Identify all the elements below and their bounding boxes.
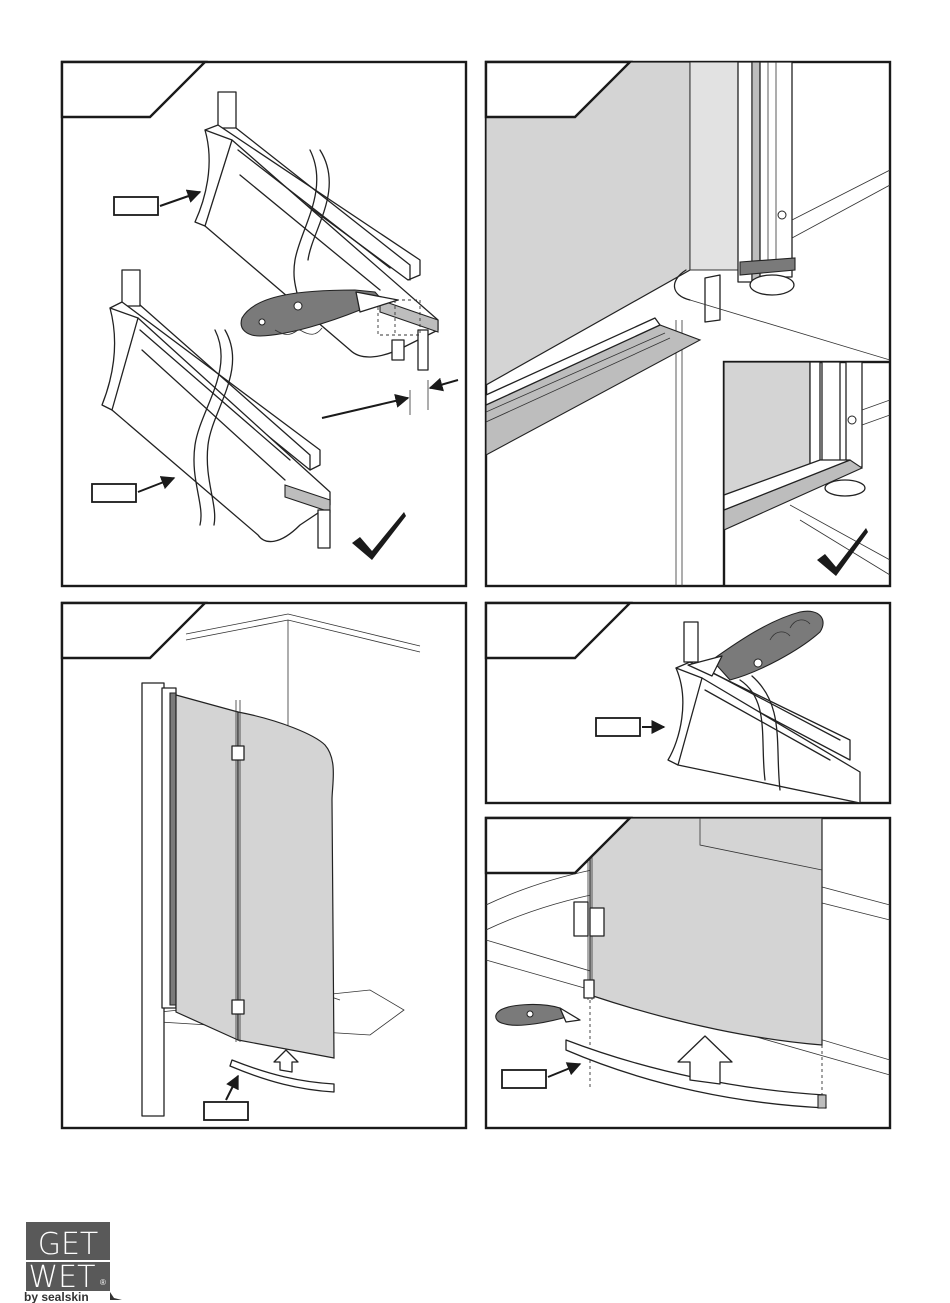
part-label (204, 1102, 248, 1120)
part-label (114, 197, 158, 215)
brand-logo: GET WET ® by sealskin (24, 1222, 122, 1303)
panel-3 (62, 603, 466, 1128)
logo-byline: by sealskin (24, 1290, 89, 1303)
detail-inset (724, 362, 890, 586)
part-label (92, 484, 136, 502)
part-label (502, 1070, 546, 1088)
panel-5 (486, 818, 890, 1128)
panel-2 (486, 62, 890, 586)
logo-line1: GET (38, 1227, 99, 1262)
panel-1 (62, 62, 466, 586)
part-label (596, 718, 640, 736)
logo-registered: ® (100, 1278, 106, 1287)
panel-4 (486, 603, 890, 803)
seal-icon (110, 1292, 122, 1300)
